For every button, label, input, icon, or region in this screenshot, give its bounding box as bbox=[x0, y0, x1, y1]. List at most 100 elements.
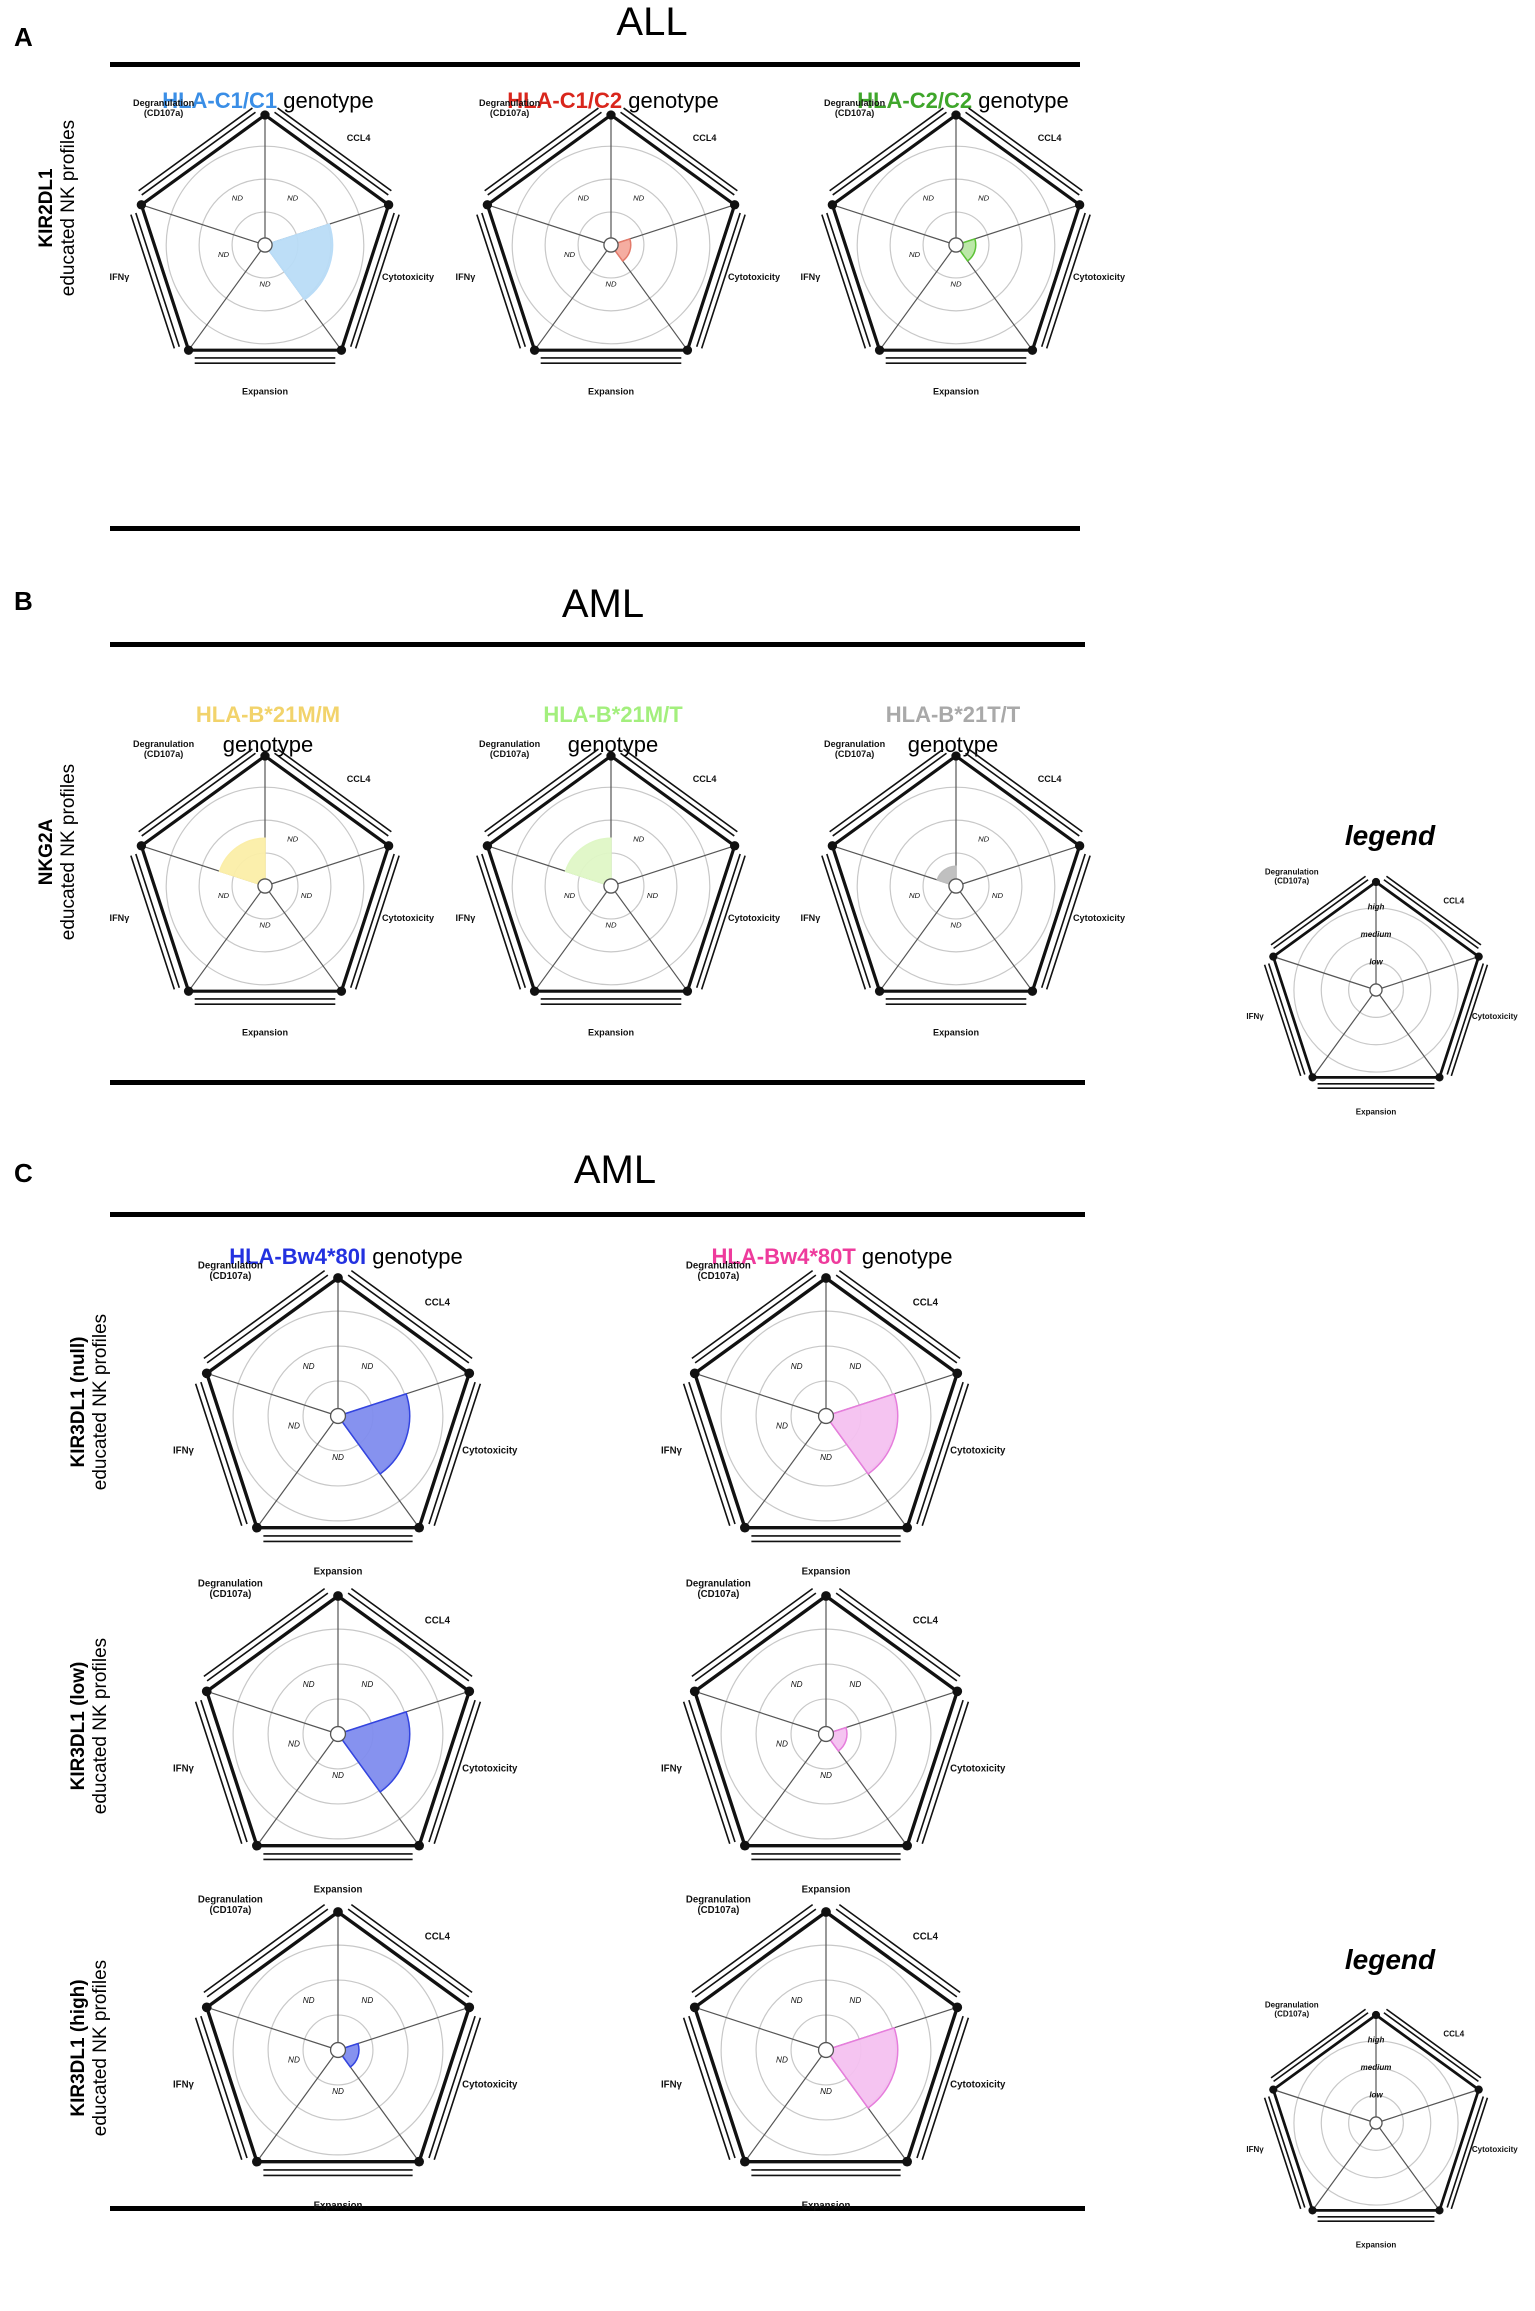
axis-label-expansion: Expansion bbox=[588, 387, 634, 397]
radar-body: Degranulation(CD107a)CCL4CytotoxicityExp… bbox=[110, 739, 435, 1038]
edge-rule bbox=[274, 111, 389, 196]
vertex-dot bbox=[1027, 345, 1038, 355]
edge-rule bbox=[694, 1908, 817, 1998]
nd-label-ifng: ND bbox=[564, 891, 576, 900]
edge-rule bbox=[481, 212, 527, 348]
edge-rule bbox=[194, 1701, 243, 1844]
nd-label-ccl4: ND bbox=[849, 1362, 861, 1371]
edge-rule bbox=[1446, 963, 1485, 1075]
panel-c-title: AML bbox=[573, 1148, 657, 1192]
edge-rule bbox=[691, 1904, 814, 1994]
center-hub bbox=[817, 1725, 835, 1743]
panel-c-top-rule bbox=[110, 1212, 1085, 1217]
radar-kir3dl1high-80t: Degranulation(CD107a)CCL4CytotoxicityExp… bbox=[661, 1894, 1006, 2212]
edge-rule bbox=[682, 2017, 731, 2160]
vertex-dot bbox=[952, 1686, 963, 1697]
nd-label-expansion: ND bbox=[950, 279, 962, 288]
edge-rule bbox=[829, 748, 944, 833]
axis-label-degranulation: Degranulation bbox=[198, 1894, 263, 1905]
pentagon-outline bbox=[204, 1593, 472, 1848]
panel-c-bottom-rule bbox=[110, 2206, 1085, 2211]
vertex-dot bbox=[482, 200, 493, 210]
center-hub bbox=[329, 1407, 347, 1425]
vertex-dot bbox=[1269, 2085, 1278, 2094]
vertex-dot bbox=[740, 1840, 750, 1851]
edge-rule bbox=[347, 1908, 470, 1998]
edge-rule bbox=[428, 1699, 476, 1843]
genotype-name: HLA-B*21M/T bbox=[543, 702, 683, 727]
axis-spoke bbox=[825, 1733, 908, 1846]
axis-label-cytotoxicity: Cytotoxicity bbox=[462, 1763, 518, 1774]
axis-label-degranulation: Degranulation bbox=[1265, 867, 1319, 876]
edge-rule bbox=[350, 1904, 473, 1994]
nd-label-ifng: ND bbox=[909, 250, 921, 259]
axis-label-cd107a: (CD107a) bbox=[209, 1271, 251, 1282]
edge-rule bbox=[829, 107, 944, 192]
nd-label-ifng: ND bbox=[288, 1422, 300, 1431]
edge-rule bbox=[130, 214, 176, 349]
edge-rule bbox=[835, 1274, 958, 1364]
vertex-dot bbox=[1308, 2206, 1317, 2215]
nd-label-expansion: ND bbox=[950, 920, 962, 929]
axis-label-ifng: IFNγ bbox=[1246, 2145, 1264, 2154]
center-hub bbox=[603, 878, 619, 894]
axis-spoke bbox=[206, 1690, 339, 1735]
radar-body: Degranulation(CD107a)CCL4CytotoxicityExp… bbox=[801, 98, 1126, 397]
axis-label-cytotoxicity: Cytotoxicity bbox=[1073, 913, 1126, 923]
vertex-dot bbox=[1074, 841, 1085, 851]
pentagon-outline bbox=[485, 754, 737, 993]
edge-rule bbox=[688, 1381, 736, 1525]
vertex-dot bbox=[529, 986, 540, 996]
panel-b-label: B bbox=[14, 586, 33, 616]
axis-label-cytotoxicity: Cytotoxicity bbox=[950, 1445, 1006, 1456]
nd-label-degranulation: ND bbox=[791, 1362, 803, 1371]
axis-label-ccl4: CCL4 bbox=[693, 774, 718, 784]
vertex-dot bbox=[1371, 877, 1381, 887]
axis-label-expansion: Expansion bbox=[242, 1028, 288, 1038]
genotype-name: HLA-C1/C2 bbox=[507, 88, 623, 113]
center-hub bbox=[817, 2041, 835, 2059]
axis-label-ifng: IFNγ bbox=[661, 2079, 683, 2090]
edge-rule bbox=[130, 855, 176, 990]
edge-rule bbox=[682, 1701, 731, 1844]
legend-level-low: low bbox=[1369, 2090, 1383, 2099]
pentagon-outline bbox=[139, 754, 391, 993]
vertex-dot bbox=[136, 841, 147, 851]
vertex-dot bbox=[414, 1522, 424, 1533]
genotype-name: HLA-Bw4*80T bbox=[711, 1244, 856, 1269]
vertex-dot bbox=[606, 110, 616, 120]
legend-level-medium: medium bbox=[1361, 930, 1392, 939]
edge-rule bbox=[138, 107, 253, 192]
edge-rule bbox=[1450, 2097, 1489, 2210]
axis-label-expansion: Expansion bbox=[802, 2201, 851, 2212]
nd-label-degranulation: ND bbox=[232, 194, 244, 203]
axis-label-cytotoxicity: Cytotoxicity bbox=[1472, 2145, 1518, 2154]
radar-legend-c: Degranulation(CD107a)CCL4CytotoxicityExp… bbox=[1246, 2000, 1518, 2249]
genotype-name: HLA-B*21T/T bbox=[885, 702, 1021, 727]
vertex-dot bbox=[260, 751, 270, 761]
axis-spoke bbox=[256, 1415, 339, 1528]
edge-rule bbox=[916, 1381, 964, 1525]
vertex-dot bbox=[464, 1686, 475, 1697]
axis-spoke bbox=[534, 885, 612, 992]
edge-rule bbox=[965, 752, 1080, 837]
vertex-dot bbox=[821, 1907, 831, 1917]
axis-label-degranulation: Degranulation bbox=[479, 98, 540, 108]
radar-kir3dl1null-80t: Degranulation(CD107a)CCL4CytotoxicityExp… bbox=[661, 1260, 1006, 1577]
axis-spoke bbox=[256, 1733, 339, 1846]
axis-label-ccl4: CCL4 bbox=[913, 1932, 939, 1943]
edge-rule bbox=[354, 214, 400, 349]
vertex-dot bbox=[1308, 1073, 1317, 1082]
radar-kir2dl1-c1c2: Degranulation(CD107a)CCL4CytotoxicityExp… bbox=[456, 98, 781, 397]
axis-label-cd107a: (CD107a) bbox=[697, 1271, 739, 1282]
edge-rule bbox=[968, 107, 1083, 192]
vertex-dot bbox=[1027, 986, 1038, 996]
edge-rule bbox=[487, 752, 602, 837]
panel-a-bottom-rule bbox=[110, 526, 1080, 531]
nd-label-ifng: ND bbox=[218, 891, 230, 900]
genotype-title-c1c1: HLA-C1/C1 genotype bbox=[78, 86, 458, 116]
vertex-dot bbox=[874, 986, 885, 996]
vertex-dot bbox=[183, 345, 194, 355]
pentagon-outline bbox=[692, 1593, 960, 1848]
nd-label-ccl4: ND bbox=[633, 835, 645, 844]
